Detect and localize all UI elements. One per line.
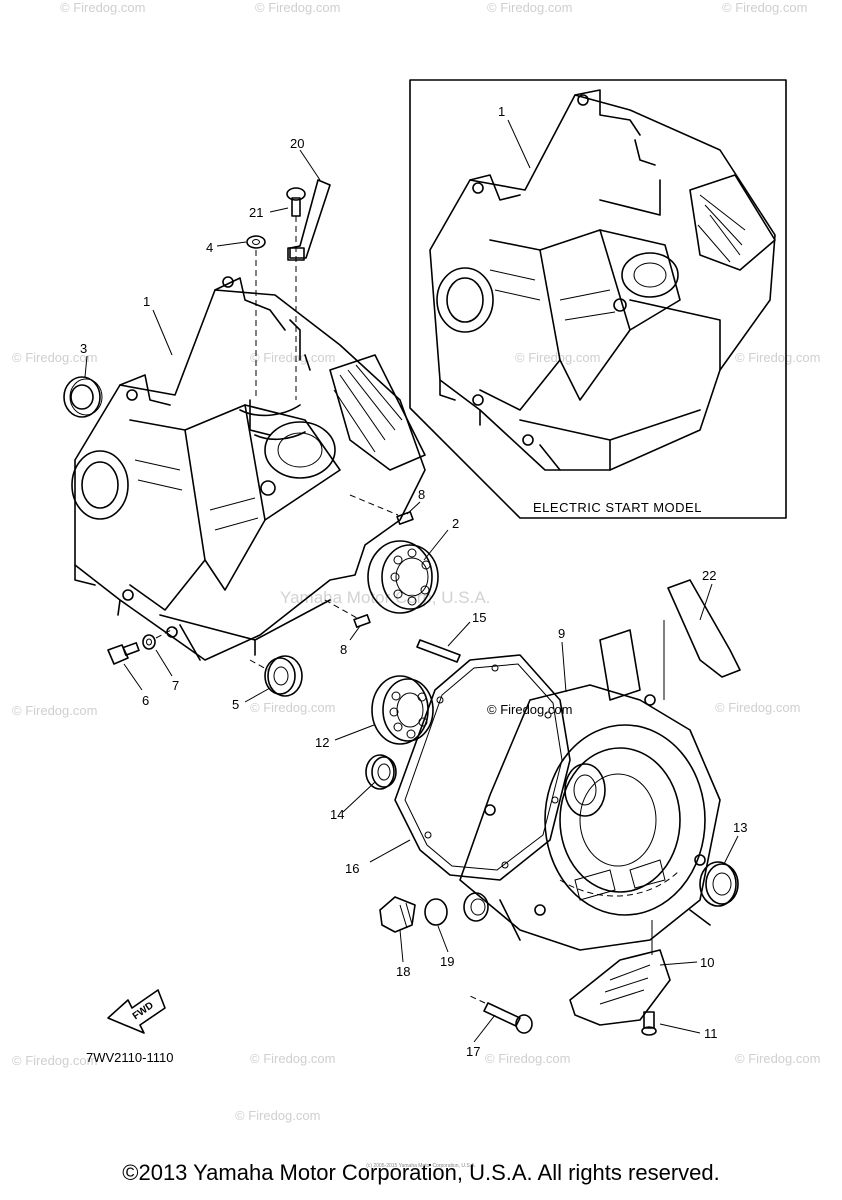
part-2-bearing	[367, 540, 439, 614]
callout-21: 21	[249, 205, 263, 220]
part-10-plate	[569, 920, 671, 1026]
crankcase-main	[71, 276, 426, 661]
callout-14: 14	[330, 807, 344, 822]
watermark: © Firedog.com	[12, 1053, 97, 1068]
watermark-layer: © Firedog.com © Firedog.com © Firedog.co…	[12, 0, 820, 1123]
part-9-crankcase-cover	[459, 629, 721, 951]
part-3-oil-seal	[63, 376, 103, 418]
fwd-label: FWD	[131, 1000, 156, 1022]
callout-2: 2	[452, 516, 459, 531]
watermark: © Firedog.com	[60, 0, 145, 15]
callout-6: 6	[142, 693, 149, 708]
callout-19: 19	[440, 954, 454, 969]
watermark: © Firedog.com	[250, 700, 335, 715]
watermark: © Firedog.com	[255, 0, 340, 15]
callout-13: 13	[733, 820, 747, 835]
watermark: © Firedog.com	[12, 703, 97, 718]
watermark: © Firedog.com	[735, 350, 820, 365]
part-11-bolt	[641, 1011, 657, 1036]
inset-leader-line	[507, 119, 531, 169]
inset-label: ELECTRIC START MODEL	[533, 500, 702, 515]
callout-3: 3	[80, 341, 87, 356]
callout-7: 7	[172, 678, 179, 693]
part-4-washer	[246, 235, 266, 400]
watermark: © Firedog.com	[715, 700, 800, 715]
part-8-dowel-lower	[324, 599, 371, 628]
callout-11: 11	[704, 1026, 718, 1041]
part-oil-plug	[463, 892, 489, 922]
watermark: © Firedog.com	[250, 350, 335, 365]
callout-8-lower: 8	[340, 642, 347, 657]
watermark: © Firedog.com	[235, 1108, 320, 1123]
watermark: © Firedog.com	[12, 350, 97, 365]
inset-callout-1: 1	[498, 104, 505, 119]
part-5-bearing	[249, 655, 303, 697]
callouts: 1 2 3 4 5 6 7 8 8 9 10 11 12 13 14 15 16…	[80, 136, 747, 1059]
part-8-dowel-upper	[349, 494, 414, 525]
inset-frame	[409, 79, 787, 519]
watermark: © Firedog.com	[487, 0, 572, 15]
callout-18: 18	[396, 964, 410, 979]
part-13-oil-seal	[699, 861, 739, 907]
part-14-oil-seal	[365, 754, 397, 790]
part-7-gasket	[142, 627, 176, 650]
callout-15: 15	[472, 610, 486, 625]
watermark: © Firedog.com	[515, 350, 600, 365]
center-firedog-watermark: © Firedog.com	[487, 702, 572, 717]
callout-20: 20	[290, 136, 304, 151]
callout-16: 16	[345, 861, 359, 876]
part-22-guide	[663, 579, 741, 700]
callout-4: 4	[206, 240, 213, 255]
diagram-code: 7WV2110-1110	[86, 1050, 173, 1065]
callout-22: 22	[702, 568, 716, 583]
part-6-drain-bolt	[107, 642, 140, 665]
tiny-notice: (c) 2005-2015 Yamaha Motor Corporation, …	[366, 1163, 476, 1169]
inset-crankcase-drawing	[429, 89, 776, 471]
fwd-arrow-shape	[107, 989, 166, 1034]
callout-9: 9	[558, 626, 565, 641]
callout-17: 17	[466, 1044, 480, 1059]
part-20-bracket	[287, 179, 331, 261]
part-21-bolt	[286, 187, 306, 400]
part-17-bolt	[469, 995, 533, 1034]
leader-lines	[84, 149, 739, 1043]
part-12-bearing	[371, 675, 434, 745]
watermark: © Firedog.com	[735, 1051, 820, 1066]
inset-electric-start: 1 ELECTRIC START MODEL	[409, 79, 787, 519]
callout-8-upper: 8	[418, 487, 425, 502]
part-19-o-ring	[424, 898, 448, 926]
part-18-filler-cap	[379, 896, 416, 933]
watermark: © Firedog.com	[485, 1051, 570, 1066]
callout-12: 12	[315, 735, 329, 750]
callout-1: 1	[143, 294, 150, 309]
center-watermark: Yamaha Motor Corp, U.S.A.	[280, 588, 490, 607]
part-15-pin	[416, 639, 461, 663]
watermark: © Firedog.com	[250, 1051, 335, 1066]
copyright-footer: ©2013 Yamaha Motor Corporation, U.S.A. A…	[122, 1160, 720, 1185]
callout-10: 10	[700, 955, 714, 970]
callout-5: 5	[232, 697, 239, 712]
watermark: © Firedog.com	[722, 0, 807, 15]
fwd-arrow: FWD	[107, 989, 166, 1034]
